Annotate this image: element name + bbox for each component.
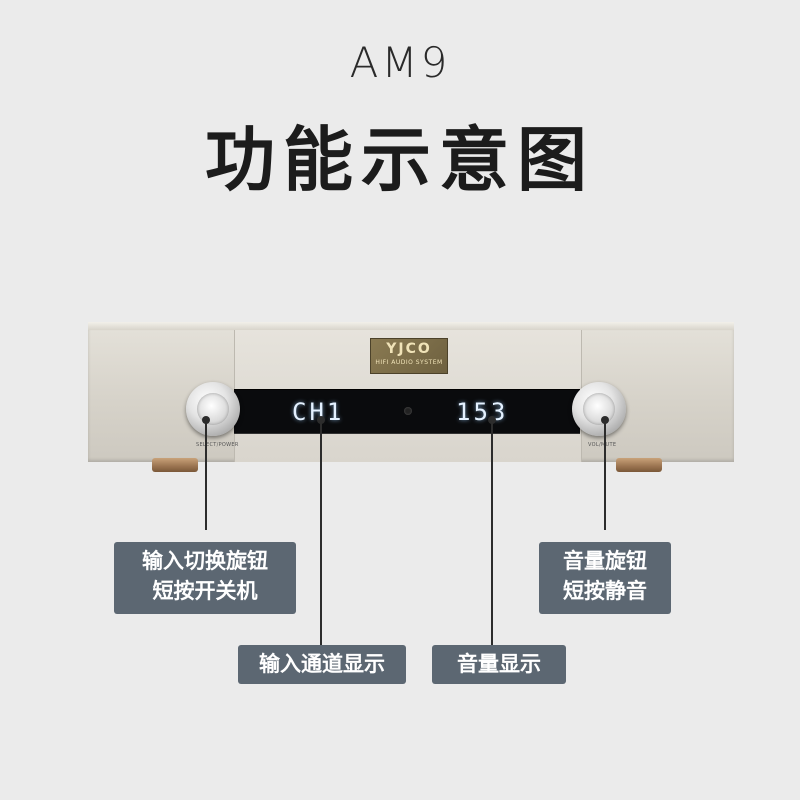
callout-line: 输入通道显示 xyxy=(259,652,385,676)
callout-line: 输入切换旋钮 xyxy=(142,549,268,573)
callout-line: 短按静音 xyxy=(563,579,647,603)
volume-readout: 153 xyxy=(456,398,509,426)
brand-subtitle: HIFI AUDIO SYSTEM xyxy=(375,359,443,366)
select-power-knob xyxy=(186,382,240,436)
channel-readout: CH1 xyxy=(292,398,345,426)
channel-display-leader-line xyxy=(320,420,322,645)
volume-knob-callout: 音量旋钮 短按静音 xyxy=(539,542,671,614)
knob-cap xyxy=(583,393,615,425)
callout-line: 音量显示 xyxy=(457,652,541,676)
amplifier-top-edge xyxy=(88,322,734,330)
model-name: AM9 xyxy=(349,38,451,87)
brand-logo: YJCO xyxy=(386,341,432,357)
callout-line: 短按开关机 xyxy=(152,579,258,603)
input-knob-callout: 输入切换旋钮 短按开关机 xyxy=(114,542,296,614)
volume-mute-knob xyxy=(572,382,626,436)
volume-display-leader-line xyxy=(491,420,493,645)
channel-display-callout: 输入通道显示 xyxy=(238,645,406,684)
page-title: 功能示意图 xyxy=(205,119,595,201)
front-display: CH1 153 xyxy=(234,389,580,434)
input-knob-leader-line xyxy=(205,420,207,530)
ir-sensor xyxy=(404,407,412,415)
select-power-label: SELECT/POWER xyxy=(196,442,239,448)
callout-line: 音量旋钮 xyxy=(563,549,647,573)
left-foot xyxy=(152,458,198,472)
right-foot xyxy=(616,458,662,472)
amplifier-product-image: YJCO HIFI AUDIO SYSTEM CH1 153 SELECT/PO… xyxy=(88,322,734,472)
volume-display-callout: 音量显示 xyxy=(432,645,566,684)
brand-badge: YJCO HIFI AUDIO SYSTEM xyxy=(370,338,448,374)
volume-knob-leader-line xyxy=(604,420,606,530)
volume-mute-label: VOL/MUTE xyxy=(588,442,617,448)
